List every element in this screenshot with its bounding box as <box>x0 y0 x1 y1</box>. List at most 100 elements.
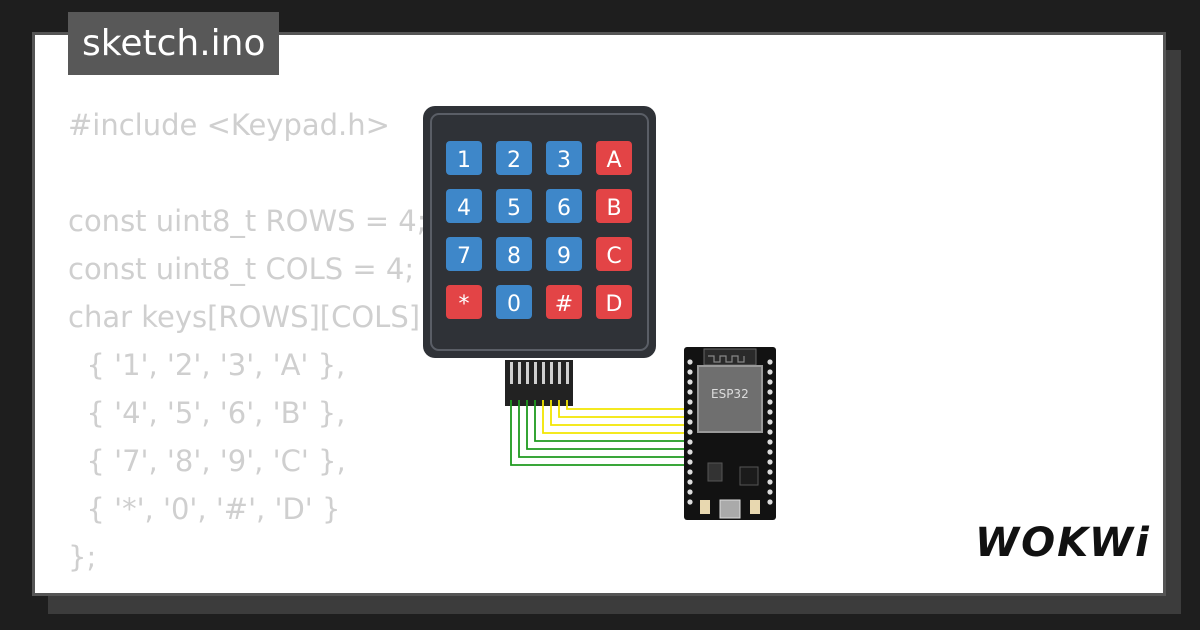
board-pin <box>687 439 693 445</box>
key-label: 5 <box>507 196 521 221</box>
key-cap <box>596 237 632 271</box>
board-pin <box>767 479 773 485</box>
key-cap <box>596 285 632 319</box>
header-pin <box>566 362 569 384</box>
board-pin <box>687 389 693 395</box>
key-cap <box>446 237 482 271</box>
key-label: 8 <box>507 244 521 269</box>
wire <box>550 400 690 426</box>
keypad-key-C[interactable]: C <box>596 237 632 271</box>
board-pin <box>767 489 773 495</box>
header-pin <box>518 362 521 384</box>
keypad-key-#[interactable]: # <box>546 285 582 319</box>
board-pin <box>767 459 773 465</box>
code-line: { '1', '2', '3', 'A' }, <box>68 348 346 382</box>
key-cap <box>496 237 532 271</box>
key-cap <box>496 285 532 319</box>
board-pin <box>687 449 693 455</box>
keypad-header <box>505 360 573 406</box>
code-line: }; <box>68 540 97 574</box>
key-cap <box>446 141 482 175</box>
code-line: const uint8_t ROWS = 4; <box>68 204 427 238</box>
key-label: B <box>606 196 621 221</box>
board-pin <box>767 399 773 405</box>
header-pin <box>542 362 545 384</box>
keypad-key-8[interactable]: 8 <box>496 237 532 271</box>
keypad-key-4[interactable]: 4 <box>446 189 482 223</box>
board-pin <box>767 409 773 415</box>
wires <box>510 400 690 466</box>
wire <box>566 400 690 410</box>
key-label: A <box>606 148 621 173</box>
key-label: 1 <box>457 148 471 173</box>
board-pin <box>687 479 693 485</box>
usb-uart-chip <box>739 466 759 486</box>
key-cap <box>546 141 582 175</box>
key-label: 7 <box>457 244 471 269</box>
key-cap <box>596 189 632 223</box>
key-label: 3 <box>557 148 571 173</box>
board-pin <box>687 369 693 375</box>
key-label: # <box>555 292 573 317</box>
esp32-module <box>697 365 763 433</box>
header-pin <box>550 362 553 384</box>
header-pin <box>558 362 561 384</box>
header-pin <box>526 362 529 384</box>
board-pin <box>767 359 773 365</box>
code-preview: #include <Keypad.h> const uint8_t ROWS = … <box>68 101 481 581</box>
keypad-key-5[interactable]: 5 <box>496 189 532 223</box>
board-pin <box>767 449 773 455</box>
board-pin <box>687 469 693 475</box>
keypad-key-*[interactable]: * <box>446 285 482 319</box>
key-cap <box>496 189 532 223</box>
file-tab[interactable]: sketch.ino <box>68 12 280 75</box>
key-label: C <box>606 244 621 269</box>
board-pin <box>687 399 693 405</box>
code-line: char keys[ROWS][COLS] = { <box>68 300 482 334</box>
key-cap <box>446 189 482 223</box>
header-pin <box>510 362 513 384</box>
esp32-board[interactable]: ESP32 <box>684 347 776 520</box>
keypad-key-0[interactable]: 0 <box>496 285 532 319</box>
header-pin <box>534 362 537 384</box>
keypad-key-7[interactable]: 7 <box>446 237 482 271</box>
board-pin <box>687 409 693 415</box>
board-pin <box>687 419 693 425</box>
board-pin <box>687 499 693 505</box>
board-pin <box>767 419 773 425</box>
code-line: const uint8_t COLS = 4; <box>68 252 415 286</box>
keypad-key-6[interactable]: 6 <box>546 189 582 223</box>
board-pin <box>767 369 773 375</box>
key-label: 6 <box>557 196 571 221</box>
key-cap <box>596 141 632 175</box>
keypad-key-3[interactable]: 3 <box>546 141 582 175</box>
key-label: D <box>606 292 623 317</box>
wokwi-logo: WOKWi <box>975 520 1151 566</box>
code-line: { '7', '8', '9', 'C' }, <box>68 444 346 478</box>
wire <box>518 400 690 458</box>
keypad-key-2[interactable]: 2 <box>496 141 532 175</box>
usb-port <box>719 499 741 519</box>
regulator-chip <box>707 462 723 482</box>
board-pin <box>687 359 693 365</box>
keypad-key-A[interactable]: A <box>596 141 632 175</box>
key-cap <box>546 285 582 319</box>
code-line: { '4', '5', '6', 'B' }, <box>68 396 346 430</box>
wire <box>526 400 690 450</box>
key-label: 9 <box>557 244 571 269</box>
header-housing <box>505 360 573 406</box>
key-cap <box>496 141 532 175</box>
keypad-key-D[interactable]: D <box>596 285 632 319</box>
keypad-key-1[interactable]: 1 <box>446 141 482 175</box>
keypad-bezel <box>430 113 649 351</box>
keypad-key-B[interactable]: B <box>596 189 632 223</box>
reset-button <box>750 500 760 514</box>
code-line: #include <Keypad.h> <box>68 108 390 142</box>
board-pin <box>767 389 773 395</box>
board-pin <box>687 459 693 465</box>
keypad-key-9[interactable]: 9 <box>546 237 582 271</box>
esp32-label: ESP32 <box>711 387 749 401</box>
wire <box>510 400 690 466</box>
